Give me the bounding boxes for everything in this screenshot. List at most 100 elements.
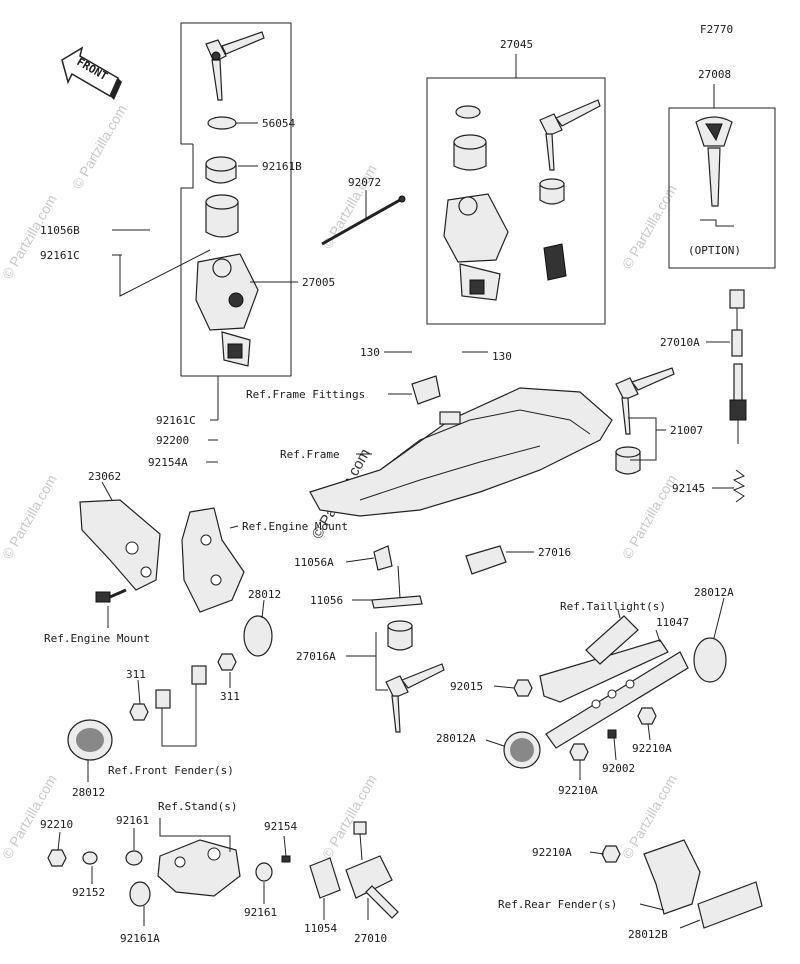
reflector-icon — [503, 731, 541, 769]
leader-lines — [57, 54, 734, 929]
label-ref-frame: Ref.Frame — [280, 448, 340, 461]
label-28012a-left: 28012A — [436, 732, 476, 745]
label-27016: 27016 — [538, 546, 571, 559]
nut-icon — [217, 653, 237, 671]
cap-icon — [205, 156, 237, 184]
label-27005: 27005 — [302, 276, 335, 289]
label-27008: 27008 — [698, 68, 731, 81]
label-92210a-rear: 92210A — [532, 846, 572, 859]
rear-fender-icon — [643, 839, 701, 915]
spacer-icon — [155, 689, 171, 709]
figure-code: F2770 — [700, 23, 733, 36]
front-arrow: FRONT — [61, 46, 122, 100]
frame-icon — [309, 375, 613, 517]
cap-icon — [129, 881, 151, 907]
label-28012-right: 28012 — [248, 588, 281, 601]
key-icon — [205, 31, 265, 101]
label-92161a: 92161A — [120, 932, 160, 945]
label-11056: 11056 — [310, 594, 343, 607]
part-labels: 56054 92161B 11056B 92161C 27005 92161C … — [40, 38, 734, 945]
label-27010: 27010 — [354, 932, 387, 945]
option-key-group: (OPTION) — [668, 107, 776, 269]
nut-icon — [569, 743, 589, 761]
taillight-bracket-icon — [539, 615, 689, 749]
label-92210a-mid: 92210A — [632, 742, 672, 755]
label-ref-taillight: Ref.Taillight(s) — [560, 600, 666, 613]
spacer-icon — [191, 665, 207, 685]
reflector-icon — [693, 637, 727, 683]
label-27045: 27045 — [500, 38, 533, 51]
label-11056b: 11056B — [40, 224, 80, 237]
switch-bracket-icon — [309, 857, 341, 899]
label-92210: 92210 — [40, 818, 73, 831]
watermark: © Partzilla.com — [69, 102, 130, 192]
label-92152: 92152 — [72, 886, 105, 899]
label-92154: 92154 — [264, 820, 297, 833]
label-92200: 92200 — [156, 434, 189, 447]
label-92072: 92072 — [348, 176, 381, 189]
nut-icon — [47, 849, 67, 867]
label-27016a: 27016A — [296, 650, 336, 663]
label-130-left: 130 — [360, 346, 380, 359]
label-ref-engine-mount-top: Ref.Engine Mount — [242, 520, 348, 533]
watermark: © Partzilla.com — [0, 772, 60, 862]
bracket-icon — [79, 499, 161, 591]
watermark: © Partzilla.com — [619, 472, 680, 562]
reflector-icon — [67, 719, 113, 761]
label-311-right: 311 — [220, 690, 240, 703]
cable-tie-icon — [321, 198, 401, 246]
label-92161c: 92161C — [40, 249, 80, 262]
label-92161c-mid: 92161C — [156, 414, 196, 427]
label-28012a-top: 28012A — [694, 586, 734, 599]
label-92161-bottom: 92161 — [244, 906, 277, 919]
reflector-icon — [697, 881, 763, 929]
watermark: © Partzilla.com — [319, 772, 380, 862]
nut-icon — [513, 679, 533, 697]
nut-icon — [601, 845, 621, 863]
label-ref-frame-fittings: Ref.Frame Fittings — [246, 388, 365, 401]
watermark: © Partzilla.com — [619, 182, 680, 272]
bracket-icon — [465, 545, 507, 575]
washer-icon — [255, 862, 273, 882]
watermark: © Partzilla.com — [0, 472, 60, 562]
cylinder-icon — [205, 194, 239, 238]
stop-switch-icon — [729, 289, 747, 444]
label-28012-left: 28012 — [72, 786, 105, 799]
side-stand-switch-icon — [345, 821, 399, 919]
label-ref-stand: Ref.Stand(s) — [158, 800, 237, 813]
washer-icon — [207, 116, 237, 130]
label-11056a: 11056A — [294, 556, 334, 569]
washer-icon — [125, 850, 143, 866]
label-92145: 92145 — [672, 482, 705, 495]
nut-icon — [129, 703, 149, 721]
label-92210a-low: 92210A — [558, 784, 598, 797]
seat-lock-key-icon — [615, 367, 675, 475]
label-21007: 21007 — [670, 424, 703, 437]
ignition-switch-group — [180, 22, 292, 377]
label-92161b: 92161B — [262, 160, 302, 173]
label-11047: 11047 — [656, 616, 689, 629]
ignition-switch-icon — [195, 253, 259, 367]
label-311-left: 311 — [126, 668, 146, 681]
key-set-group — [426, 77, 606, 325]
label-92015: 92015 — [450, 680, 483, 693]
engine-mount-icon — [181, 507, 245, 613]
reflector-icon — [243, 615, 273, 657]
screw-icon — [607, 729, 617, 739]
label-130-right: 130 — [492, 350, 512, 363]
label-27010a: 27010A — [660, 336, 700, 349]
label-23062: 23062 — [88, 470, 121, 483]
screw-icon — [281, 855, 291, 863]
spring-icon — [732, 469, 746, 503]
nut-icon — [637, 707, 657, 725]
label-28012b: 28012B — [628, 928, 668, 941]
label-11054: 11054 — [304, 922, 337, 935]
label-92002: 92002 — [602, 762, 635, 775]
label-ref-engine-mount-bottom: Ref.Engine Mount — [44, 632, 150, 645]
bracket-icon — [371, 545, 423, 609]
label-ref-front-fender: Ref.Front Fender(s) — [108, 764, 234, 777]
option-note: (OPTION) — [688, 244, 741, 257]
lock-icon — [385, 620, 445, 733]
bolt-icon — [95, 588, 127, 603]
